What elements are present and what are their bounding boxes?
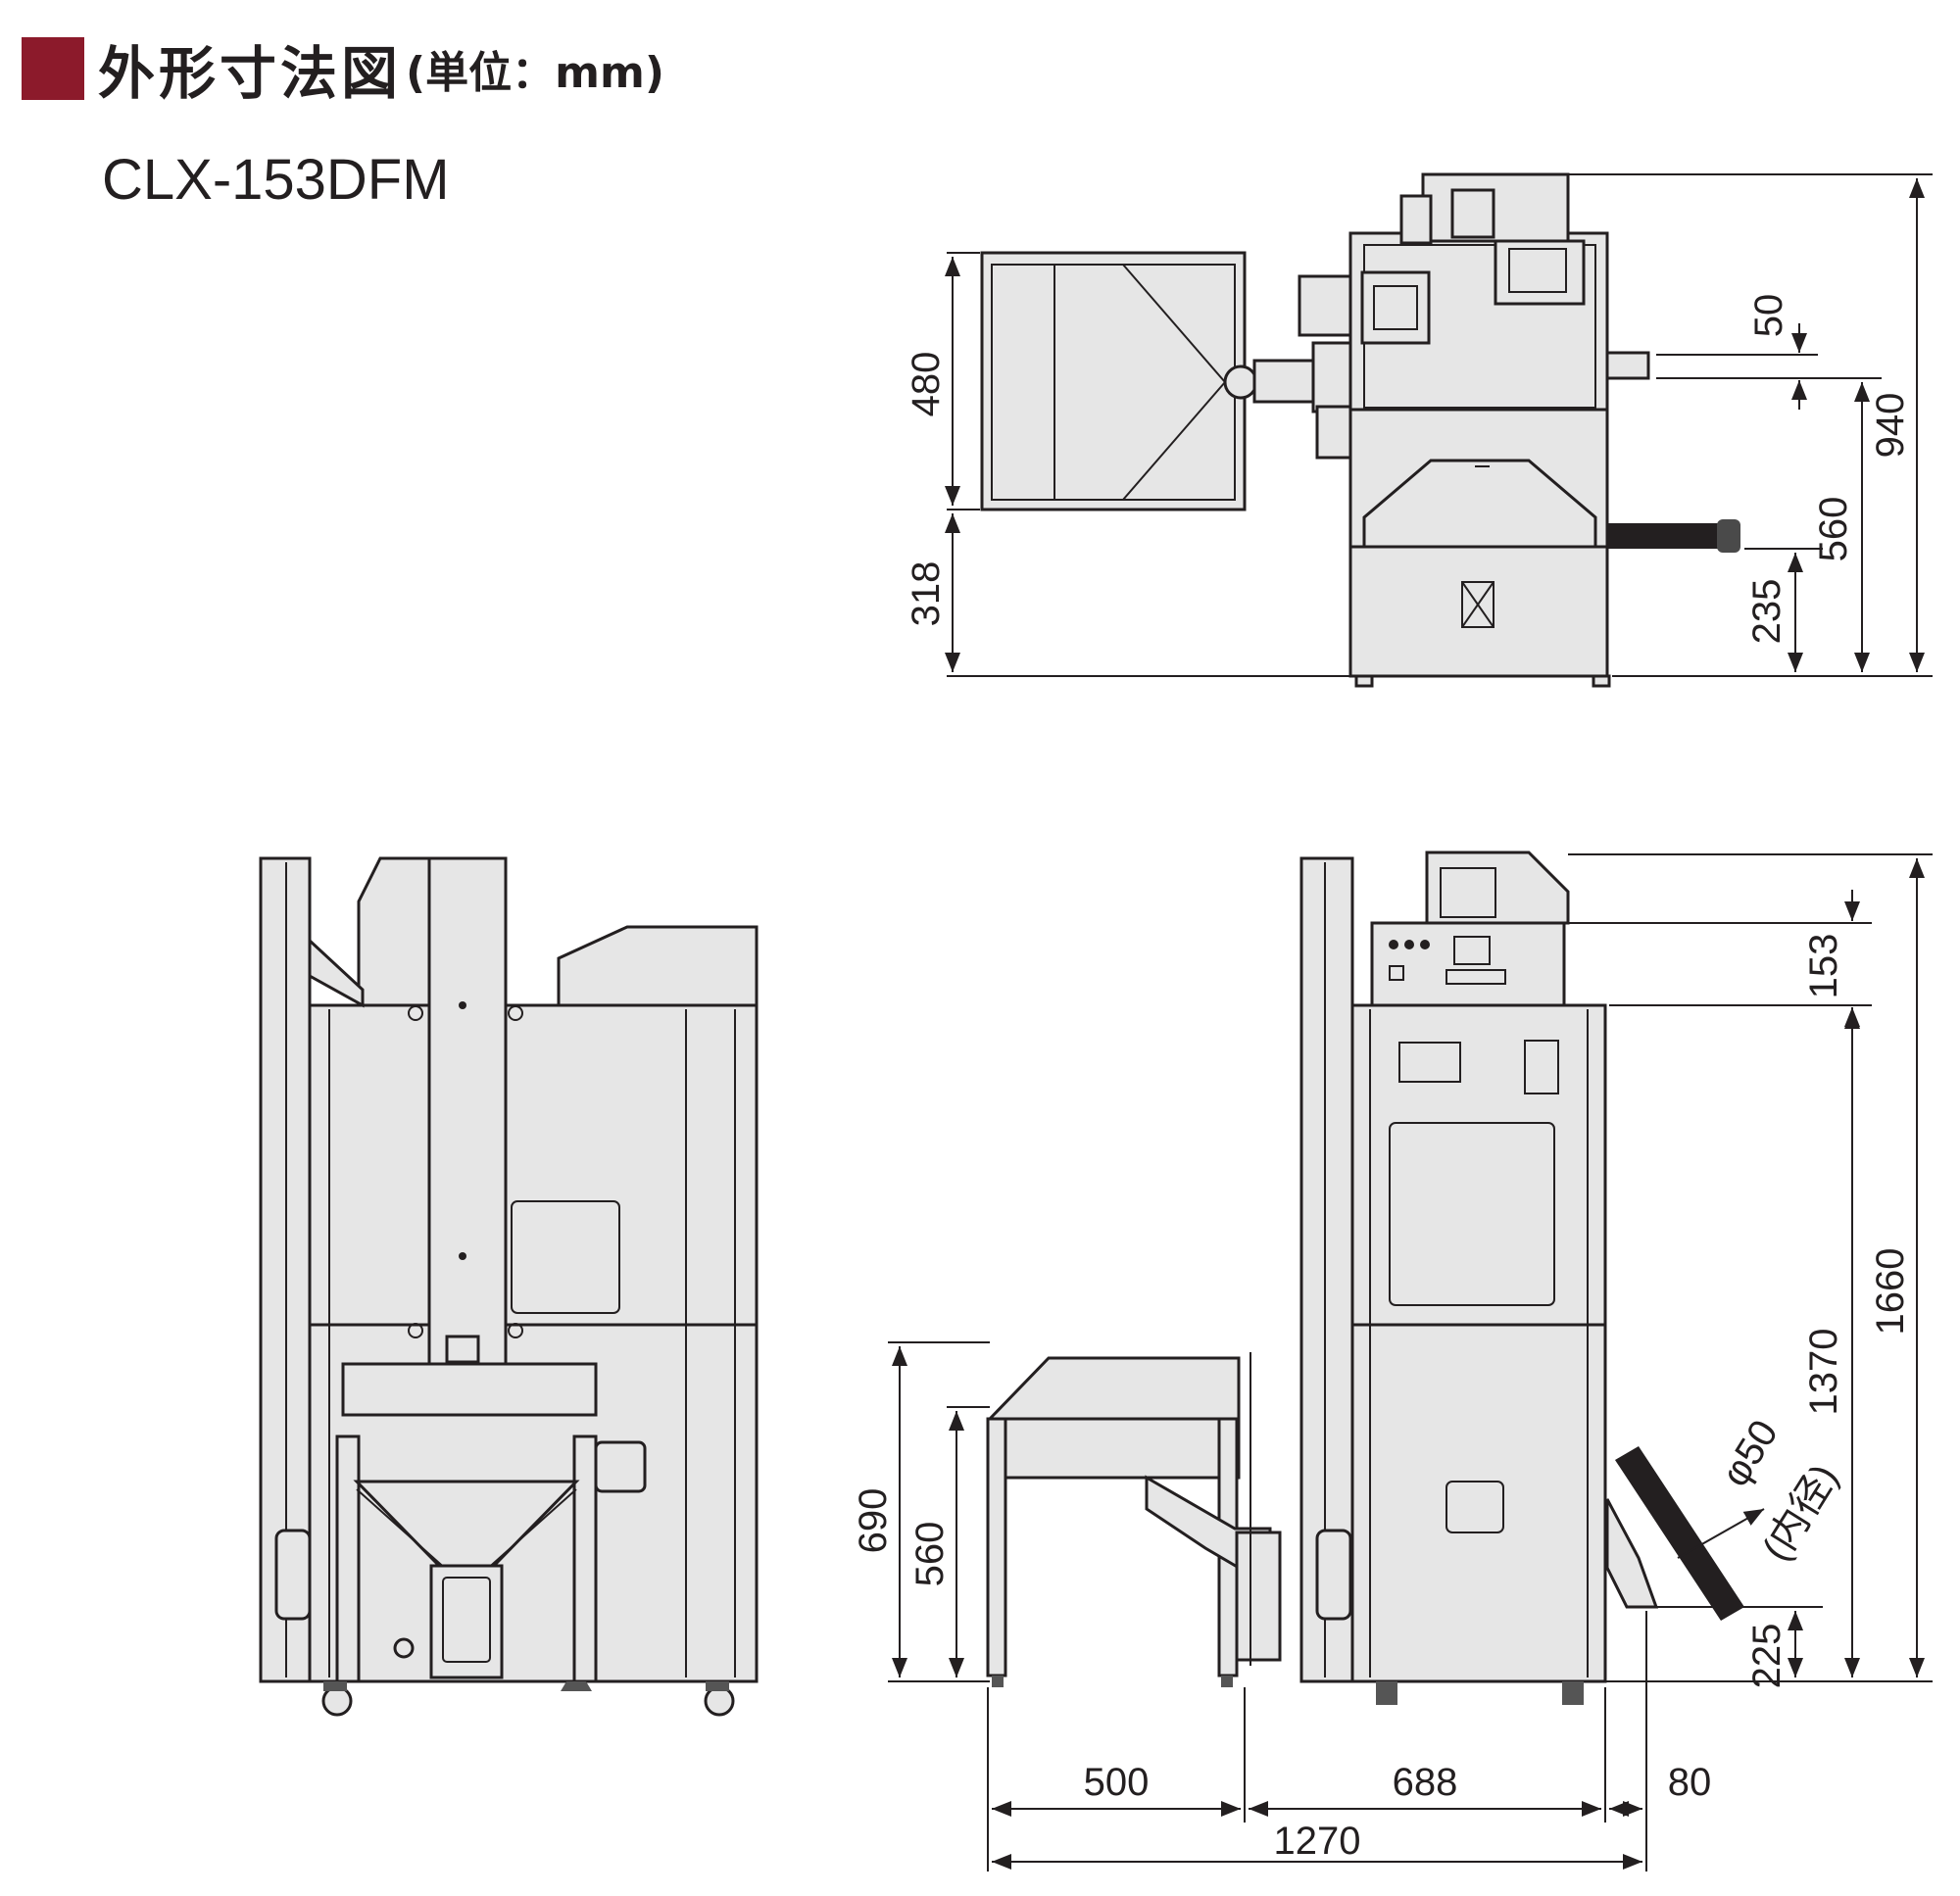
hopper-box [980,251,1247,511]
dim-500: 500 [1084,1761,1150,1804]
dim-80: 80 [1668,1761,1712,1804]
dim-225: 225 [1745,1624,1788,1689]
dim-153: 153 [1802,934,1845,999]
inspection-window [1389,1122,1555,1306]
dim-1660: 1660 [1869,1248,1912,1336]
dim-560-table: 560 [908,1522,952,1587]
model-name: CLX-153DFM [102,148,450,212]
section-title: 外形寸法図 (単位：mm) [22,27,664,110]
title-unit: (単位：mm) [406,48,664,98]
bucket-elevator [427,856,508,1370]
outlet-chute [429,1564,504,1679]
caster-left [321,1685,353,1717]
title-text: 外形寸法図 [98,40,403,107]
dim-50: 50 [1747,294,1790,338]
dim-940: 940 [1869,393,1912,459]
dim-1270: 1270 [1274,1820,1361,1863]
dim-1370: 1370 [1802,1329,1845,1416]
front-view [259,856,759,1717]
pipe-diameter: φ50 [1713,1413,1787,1494]
discharge-pipe-side [1615,1446,1744,1621]
caster-right [704,1685,735,1717]
dim-480: 480 [905,352,948,417]
dim-235: 235 [1745,579,1788,645]
discharge-pipe-top [1607,523,1725,549]
main-body-side [1350,1003,1607,1683]
title-marker [22,37,84,100]
dim-688: 688 [1393,1761,1458,1804]
access-panel [511,1200,620,1314]
dim-318: 318 [905,561,948,627]
side-view: 153 1660 1370 225 φ50 (内径) 690 560 500 6… [852,851,1933,1872]
top-view: 480 318 50 940 560 235 [905,172,1933,688]
packing-table [986,1356,1241,1421]
main-body-front [308,1003,759,1683]
dim-690: 690 [852,1488,895,1554]
pipe-inner-note: (内径) [1754,1457,1846,1569]
dim-560: 560 [1812,497,1855,562]
